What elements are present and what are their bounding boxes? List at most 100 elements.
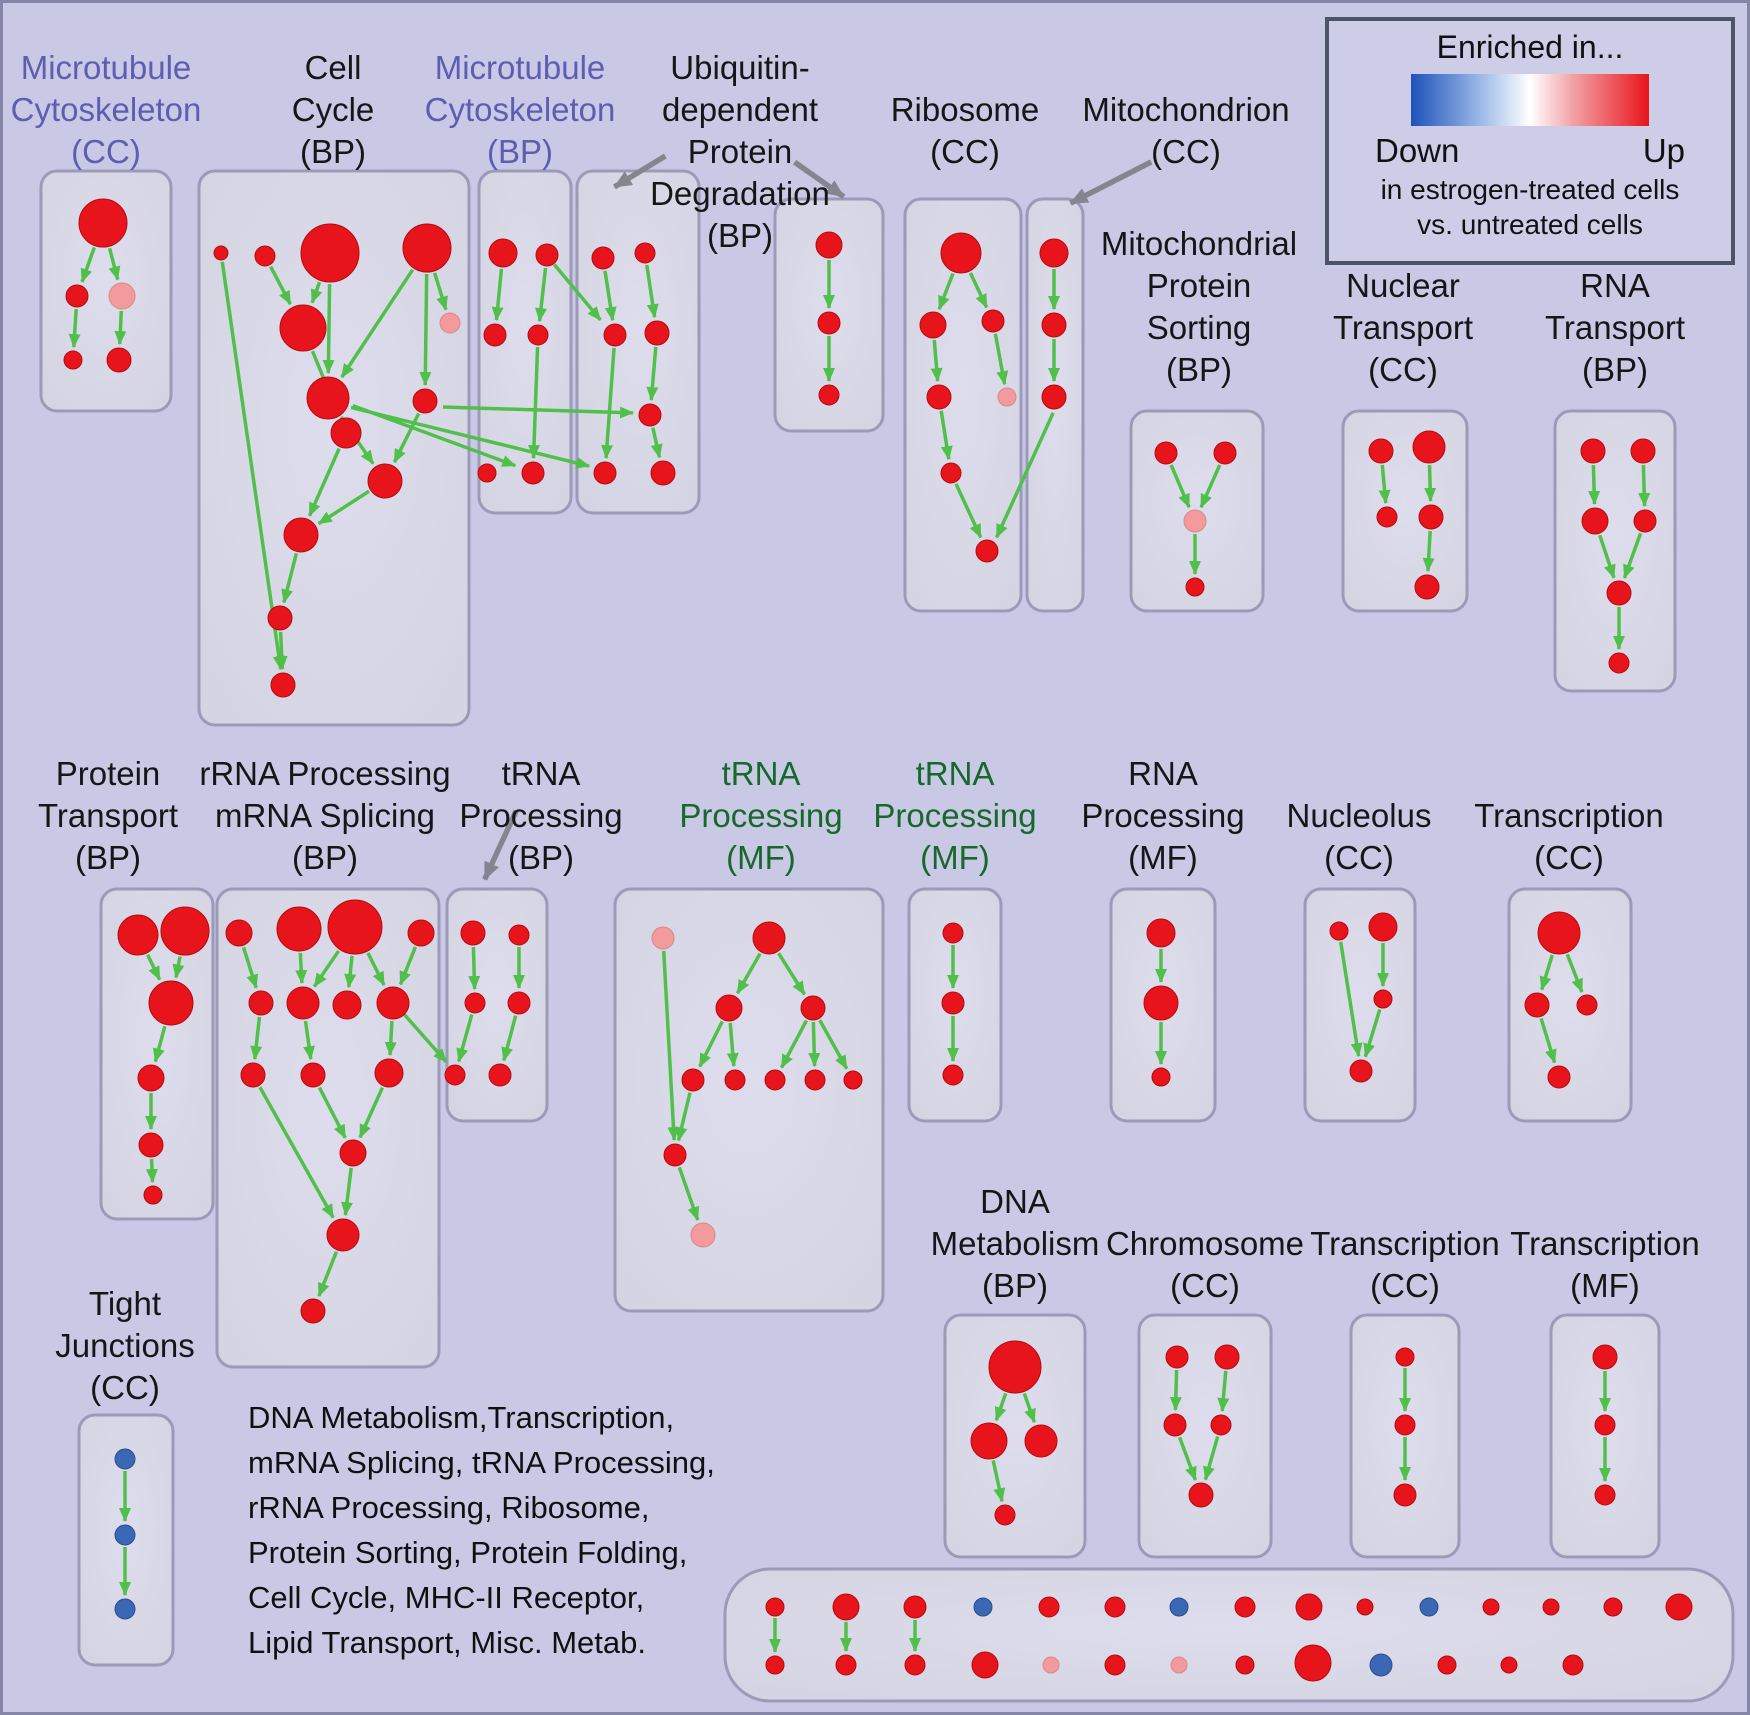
edge [698, 1020, 724, 1068]
node [634, 242, 656, 264]
cross-edge [350, 405, 591, 469]
edge [107, 247, 121, 281]
node [904, 1654, 926, 1676]
node [1594, 1414, 1616, 1436]
node [477, 463, 497, 483]
node [1414, 574, 1440, 600]
node [941, 991, 965, 1015]
edge [808, 1021, 821, 1068]
edges [68, 153, 1651, 1653]
node [300, 1298, 326, 1324]
edge [661, 950, 680, 1142]
node [1294, 1644, 1332, 1682]
edge [152, 1025, 167, 1063]
node [593, 461, 617, 485]
edge [384, 1020, 397, 1057]
node [815, 231, 843, 259]
node [1368, 438, 1394, 464]
node [114, 1448, 136, 1470]
edge [601, 347, 616, 460]
node [1185, 577, 1205, 597]
edge [145, 1158, 158, 1184]
edge [310, 281, 323, 304]
misc-note-line: rRNA Processing, Ribosome, [248, 1490, 650, 1525]
node [765, 1597, 785, 1617]
cluster-box-rna-transport-bp [1553, 409, 1677, 693]
edge [645, 264, 659, 319]
cross-edge [995, 412, 1055, 539]
node [402, 223, 452, 273]
node [724, 1069, 746, 1091]
node [1146, 918, 1176, 948]
node [832, 1593, 860, 1621]
node [1188, 1482, 1214, 1508]
edge [317, 489, 370, 526]
node [940, 462, 962, 484]
node [1665, 1593, 1693, 1621]
node [160, 906, 210, 956]
node [1183, 509, 1207, 533]
edge [220, 261, 285, 671]
node [942, 922, 964, 944]
node [327, 899, 383, 955]
edge [269, 265, 292, 306]
node [483, 323, 507, 347]
node [1500, 1656, 1518, 1674]
node [1104, 1596, 1126, 1618]
node [460, 920, 486, 946]
node [644, 320, 670, 346]
mitochondrion-pointer [1069, 159, 1153, 206]
edge [398, 946, 418, 986]
node [903, 1595, 927, 1619]
edge [366, 952, 386, 987]
cluster-box-ubiquitin-degradation-bp [575, 169, 701, 515]
node [114, 1524, 136, 1546]
node [973, 1597, 993, 1617]
legend-note: in estrogen-treated cells vs. untreated … [1381, 172, 1680, 242]
edge [994, 1392, 1008, 1422]
edge [735, 952, 762, 995]
node [1369, 1653, 1393, 1677]
node [1213, 441, 1237, 465]
node [1581, 507, 1609, 535]
node [835, 1654, 857, 1676]
node [1039, 238, 1069, 268]
node [1542, 1598, 1560, 1616]
edge [818, 1019, 849, 1070]
node [267, 605, 293, 631]
edge [1424, 464, 1437, 503]
edge [1203, 1436, 1220, 1481]
edge [344, 955, 357, 989]
edge [650, 427, 663, 459]
node [1394, 1414, 1416, 1436]
node [508, 924, 530, 946]
node [975, 539, 999, 563]
node [971, 1651, 999, 1679]
node [651, 926, 675, 950]
node [330, 417, 362, 449]
cross-edge [442, 405, 635, 419]
node [1154, 441, 1178, 465]
node [1041, 312, 1067, 338]
edge [991, 1460, 1006, 1503]
edge [468, 946, 481, 991]
node [148, 980, 194, 1026]
node [981, 309, 1005, 333]
node [507, 991, 531, 1015]
edge [779, 1019, 809, 1069]
cluster-label-ribosome-cc: Ribosome(CC) [891, 91, 1040, 170]
cross-edge [552, 263, 602, 322]
edge [968, 272, 989, 309]
edge [250, 1016, 263, 1061]
node [804, 1069, 826, 1091]
node [603, 323, 627, 347]
cluster-label-transcription-cc: Transcription(CC) [1474, 797, 1664, 876]
cross-edge [403, 1013, 448, 1064]
node [374, 1058, 404, 1088]
node [254, 245, 276, 267]
